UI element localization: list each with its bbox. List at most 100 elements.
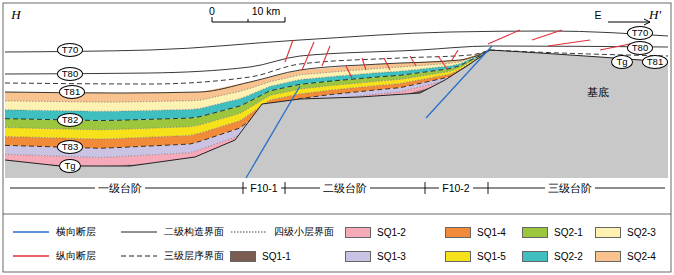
horizon-name: T82 <box>62 114 78 125</box>
legend-item: 四级小层界面 <box>230 225 334 239</box>
legend-text: 三级层序界面 <box>164 249 224 263</box>
horizon-name: T83 <box>62 141 78 152</box>
fault-name: F10-2 <box>439 182 472 195</box>
horizon-name: Tg <box>64 160 75 171</box>
horizon-name: T70 <box>62 44 78 55</box>
legend-text: SQ1-2 <box>377 227 406 238</box>
basement-label: 基底 <box>587 86 609 99</box>
legend-line <box>121 256 157 257</box>
legend-line <box>121 232 157 233</box>
horizon-label-oval: T81 <box>642 55 668 69</box>
legend-item: 纵向断层 <box>12 249 96 263</box>
longitudinal-fault <box>548 40 590 46</box>
step-axis <box>10 182 665 194</box>
horizon-name: T81 <box>64 86 80 97</box>
legend-text: 四级小层界面 <box>274 225 334 239</box>
scale-value: 10 km <box>252 5 281 18</box>
legend-item: SQ2-3 <box>595 225 656 239</box>
legend-text: SQ1-4 <box>477 227 506 238</box>
legend-line-sample <box>120 226 158 238</box>
basement-fill <box>5 50 668 178</box>
legend-swatch <box>595 251 621 262</box>
direction-arrow <box>608 19 650 25</box>
legend-text: SQ2-1 <box>554 227 583 238</box>
legend-text: SQ2-3 <box>627 227 656 238</box>
legend-line-sample <box>12 226 50 238</box>
legend-item: SQ2-4 <box>595 249 656 263</box>
legend-text: 纵向断层 <box>56 249 96 263</box>
direction-label: E <box>594 9 601 22</box>
section-end-label: H' <box>649 7 661 23</box>
horizon-label-oval: T82 <box>57 113 83 127</box>
legend-text: 横向断层 <box>56 225 96 239</box>
legend-text: SQ2-2 <box>554 251 583 262</box>
longitudinal-fault <box>452 50 458 60</box>
legend-text: SQ2-4 <box>627 251 656 262</box>
legend-text: SQ1-1 <box>262 251 291 262</box>
fault-name: F10-1 <box>247 182 280 195</box>
section-end-label: H <box>11 7 20 23</box>
legend-swatch <box>230 251 256 262</box>
transverse-fault <box>246 86 300 178</box>
longitudinal-fault <box>438 56 448 70</box>
longitudinal-fault <box>302 42 314 70</box>
horizon-name: T80 <box>632 42 648 53</box>
legend-swatch <box>345 227 371 238</box>
legend-item: 二级构造界面 <box>120 225 224 239</box>
longitudinal-fault <box>346 66 352 78</box>
scale-bar-line <box>212 17 285 22</box>
legend-item: SQ1-3 <box>345 249 406 263</box>
horizon-name: Tg <box>616 56 627 67</box>
step-label: 一级台阶 <box>95 182 145 195</box>
transverse-fault <box>426 46 492 118</box>
horizon-label-oval: T80 <box>57 67 83 81</box>
scale-bar <box>212 17 285 22</box>
longitudinal-fault <box>322 46 330 66</box>
horizon-name: T70 <box>632 27 648 38</box>
legend-text: SQ1-3 <box>377 251 406 262</box>
horizon-label-oval: T80 <box>627 41 653 55</box>
horizon-name: T81 <box>647 56 663 67</box>
legend-item: SQ1-4 <box>445 225 506 239</box>
horizon-label-oval: T83 <box>57 140 83 154</box>
legend-swatch <box>345 251 371 262</box>
longitudinal-fault <box>362 58 366 70</box>
legend-swatch <box>522 251 548 262</box>
legend-item: 横向断层 <box>12 225 96 239</box>
legend-swatch <box>445 251 471 262</box>
legend-text: 二级构造界面 <box>164 225 224 239</box>
legend-swatch <box>522 227 548 238</box>
longitudinal-fault <box>410 56 416 66</box>
longitudinal-fault <box>532 30 562 40</box>
horizon-label-oval: T70 <box>57 43 83 57</box>
t70-horizon <box>5 31 668 52</box>
figure-frame <box>3 3 671 272</box>
legend-swatch <box>595 227 621 238</box>
horizon-label-oval: Tg <box>59 159 80 173</box>
legend-divider <box>3 214 671 215</box>
step-label: 二级台阶 <box>320 182 370 195</box>
legend-line <box>13 255 49 257</box>
legend-item: SQ2-1 <box>522 225 583 239</box>
horizon-label-oval: T70 <box>627 26 653 40</box>
scale-value: 0 <box>209 5 215 18</box>
legend-line-sample <box>230 226 268 238</box>
longitudinal-fault <box>384 58 390 70</box>
horizon-label-oval: Tg <box>611 55 632 69</box>
horizon-name: T80 <box>62 68 78 79</box>
legend-item: SQ1-2 <box>345 225 406 239</box>
step-label: 三级台阶 <box>545 182 595 195</box>
longitudinal-fault <box>488 30 520 44</box>
legend-item: SQ2-2 <box>522 249 583 263</box>
longitudinal-fault <box>285 40 293 62</box>
legend-item: 三级层序界面 <box>120 249 224 263</box>
horizon-label-oval: T81 <box>59 85 85 99</box>
legend-line-sample <box>12 250 50 262</box>
legend-line <box>13 231 49 233</box>
legend-text: SQ1-5 <box>477 251 506 262</box>
legend-swatch <box>445 227 471 238</box>
legend-item: SQ1-1 <box>230 249 291 263</box>
tg-horizon <box>5 50 668 166</box>
legend-item: SQ1-5 <box>445 249 506 263</box>
